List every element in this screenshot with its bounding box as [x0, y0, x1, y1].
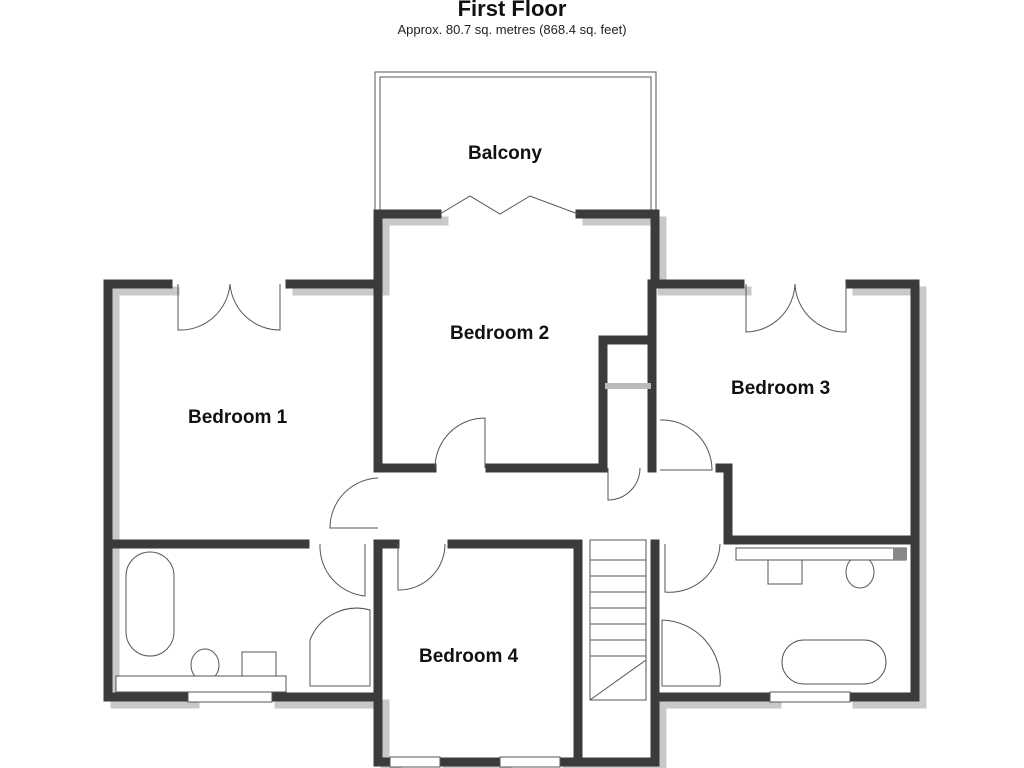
- doors: [177, 195, 847, 597]
- floor-area: Approx. 80.7 sq. metres (868.4 sq. feet): [397, 22, 627, 37]
- exterior-walls: [103, 209, 920, 767]
- room-label-bedroom-1: Bedroom 1: [188, 407, 288, 428]
- floor-title: First Floor: [457, 0, 567, 21]
- bathroom-fixtures: [115, 547, 907, 693]
- wall-shadows: [110, 216, 927, 768]
- room-label-bedroom-2: Bedroom 2: [450, 323, 550, 344]
- staircase: [589, 539, 647, 701]
- room-label-balcony: Balcony: [468, 143, 542, 164]
- room-label-bedroom-4: Bedroom 4: [419, 646, 519, 667]
- room-label-bedroom-3: Bedroom 3: [731, 378, 831, 399]
- interior-walls: [107, 279, 917, 767]
- balcony-railing: [374, 71, 657, 212]
- windows: [187, 691, 851, 768]
